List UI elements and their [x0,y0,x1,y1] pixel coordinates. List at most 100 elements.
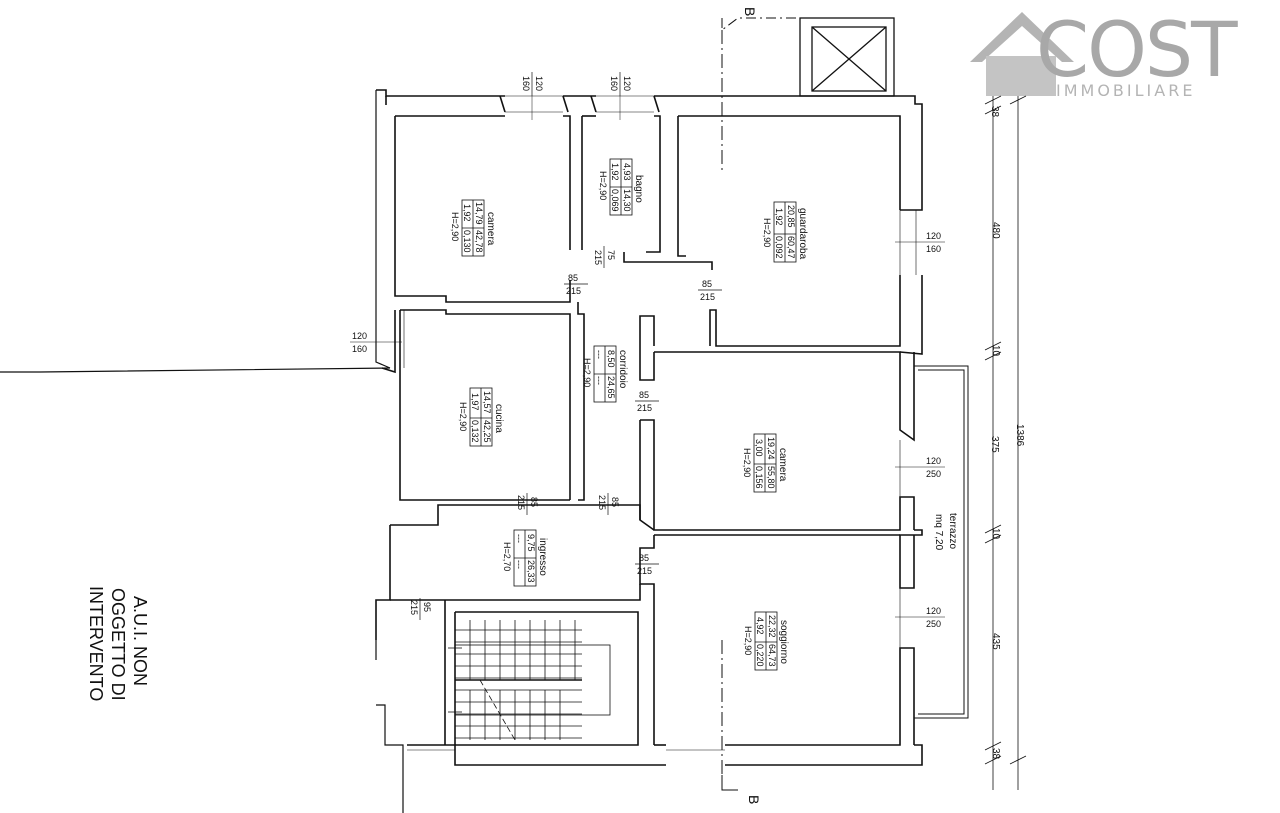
room-area: 14,79 [474,202,484,225]
door-cor-width: 85 [610,497,620,507]
door-guard-height: 215 [700,292,715,302]
room-aero: 4,92 [755,617,765,635]
section-line [721,17,800,791]
door-guard-width: 85 [702,279,712,289]
door-camera2-height: 215 [637,403,652,413]
win-cucina-width: 120 [352,331,367,341]
terrace-name: terrazzo [947,513,958,550]
room-tag-guardaroba: guardaroba 20,85 60,47 1,92 0,092 H=2,90 [762,201,808,263]
door-entry-width: 95 [422,602,432,612]
room-aero: 1,92 [774,208,784,226]
win-cucina-height: 160 [352,344,367,354]
room-height: H=2,90 [458,402,468,431]
win-camera1-height: 160 [521,76,531,91]
room-ratio: 0,132 [470,420,480,443]
dim-435: 435 [990,633,1001,650]
win-guard-width: 120 [926,231,941,241]
door-bagno-height: 215 [593,250,603,265]
door-soggiorno-width: 85 [639,553,649,563]
room-volume: 64,73 [767,644,777,667]
dim-375: 375 [989,436,1000,453]
dim-38-bottom: 38 [990,748,1001,760]
room-tag-corridoio: corridoio 8,50 24,65 --- --- H=2,90 [582,345,628,403]
side-note-line-2: OGGETTO DI [108,588,128,701]
room-height: H=2,90 [450,212,460,241]
door-cucina-height: 215 [516,495,526,510]
section-mark-top: B [742,7,758,16]
room-ratio: 0,092 [774,236,784,259]
door-camera1-width: 85 [568,273,578,283]
dim-total: 1386 [1014,424,1025,447]
door-bagno-width: 75 [606,250,616,260]
room-volume: 24,65 [606,376,616,399]
win-camera1-width: 120 [534,76,544,91]
room-area: 14,57 [482,391,492,414]
room-tag-ingresso: ingresso 9,75 26,33 --- --- H=2,70 [502,529,548,587]
staircase [448,620,611,741]
room-height: H=2,90 [598,171,608,200]
section-mark-bottom: B [746,795,762,804]
room-name: corridoio [617,350,628,389]
room-name: cucina [493,404,504,433]
room-volume: 14,30 [622,189,632,212]
room-aero: --- [594,350,604,359]
room-ratio: 0,220 [755,644,765,667]
win-bagno-width: 120 [622,76,632,91]
logo-brand: COST [1036,5,1238,94]
room-name: ingresso [537,538,548,576]
room-height: H=2,90 [742,448,752,477]
door-camera2-width: 85 [639,390,649,400]
room-area: 20,85 [786,205,796,228]
labels: 38 480 10 375 10 435 38 1386 terrazzo mq… [86,106,1025,760]
door-cor-height: 215 [597,495,607,510]
stair-void-box [799,17,895,97]
win-camera2-height: 250 [926,469,941,479]
door-entry-height: 215 [409,600,419,615]
room-tag-soggiorno: soggiorno 22,32 64,73 4,92 0,220 H=2,90 [743,611,789,671]
room-aero: --- [514,534,524,543]
room-aero: 1,97 [470,393,480,411]
room-area: 22,32 [767,615,777,638]
room-volume: 60,47 [786,236,796,259]
room-area: 4,93 [622,163,632,181]
room-tag-camera-1: camera 14,79 42,78 1,92 0,130 H=2,90 [450,199,496,257]
win-guard-height: 160 [926,244,941,254]
win-bagno-height: 160 [609,76,619,91]
win-camera2-width: 120 [926,456,941,466]
side-note-line-1: A.U.I. NON [130,596,150,686]
room-area: 19,24 [766,437,776,460]
room-ratio: 0,069 [610,189,620,212]
walls [375,89,923,766]
room-name: camera [777,448,788,482]
terrace-outline [914,365,969,719]
room-aero: 1,92 [462,204,472,222]
adjacent-unit-lines [0,90,404,813]
door-soggiorno-height: 215 [637,566,652,576]
terrace-area: mq 7,20 [933,514,944,551]
dimension-line [984,95,1027,790]
opening-labels: 120 160 120 160 120 160 120 160 120 250 … [350,72,945,629]
room-ratio: 0,130 [462,230,472,253]
room-height: H=2,90 [743,626,753,655]
room-aero: 1,92 [610,163,620,181]
room-name: bagno [633,175,644,203]
house-roof-icon [970,12,1074,62]
room-area: 8,50 [606,350,616,368]
dim-38-top: 38 [989,106,1000,118]
room-ratio: --- [594,376,604,385]
room-tag-cucina: cucina 14,57 42,25 1,97 0,132 H=2,90 [458,387,504,447]
logo-subtitle: IMMOBILIARE [1056,81,1195,100]
cost-logo: COST IMMOBILIARE [970,5,1240,100]
room-volume: 26,33 [526,560,536,583]
door-camera1-height: 215 [566,286,581,296]
dim-480: 480 [990,222,1001,239]
side-note-line-3: INTERVENTO [86,586,106,701]
room-volume: 55,80 [766,466,776,489]
door-cucina-width: 85 [529,497,539,507]
room-ratio: --- [514,560,524,569]
room-aero: 3,00 [754,439,764,457]
room-height: H=2,90 [582,358,592,387]
room-name: guardaroba [797,208,808,260]
room-height: H=2,90 [762,218,772,247]
